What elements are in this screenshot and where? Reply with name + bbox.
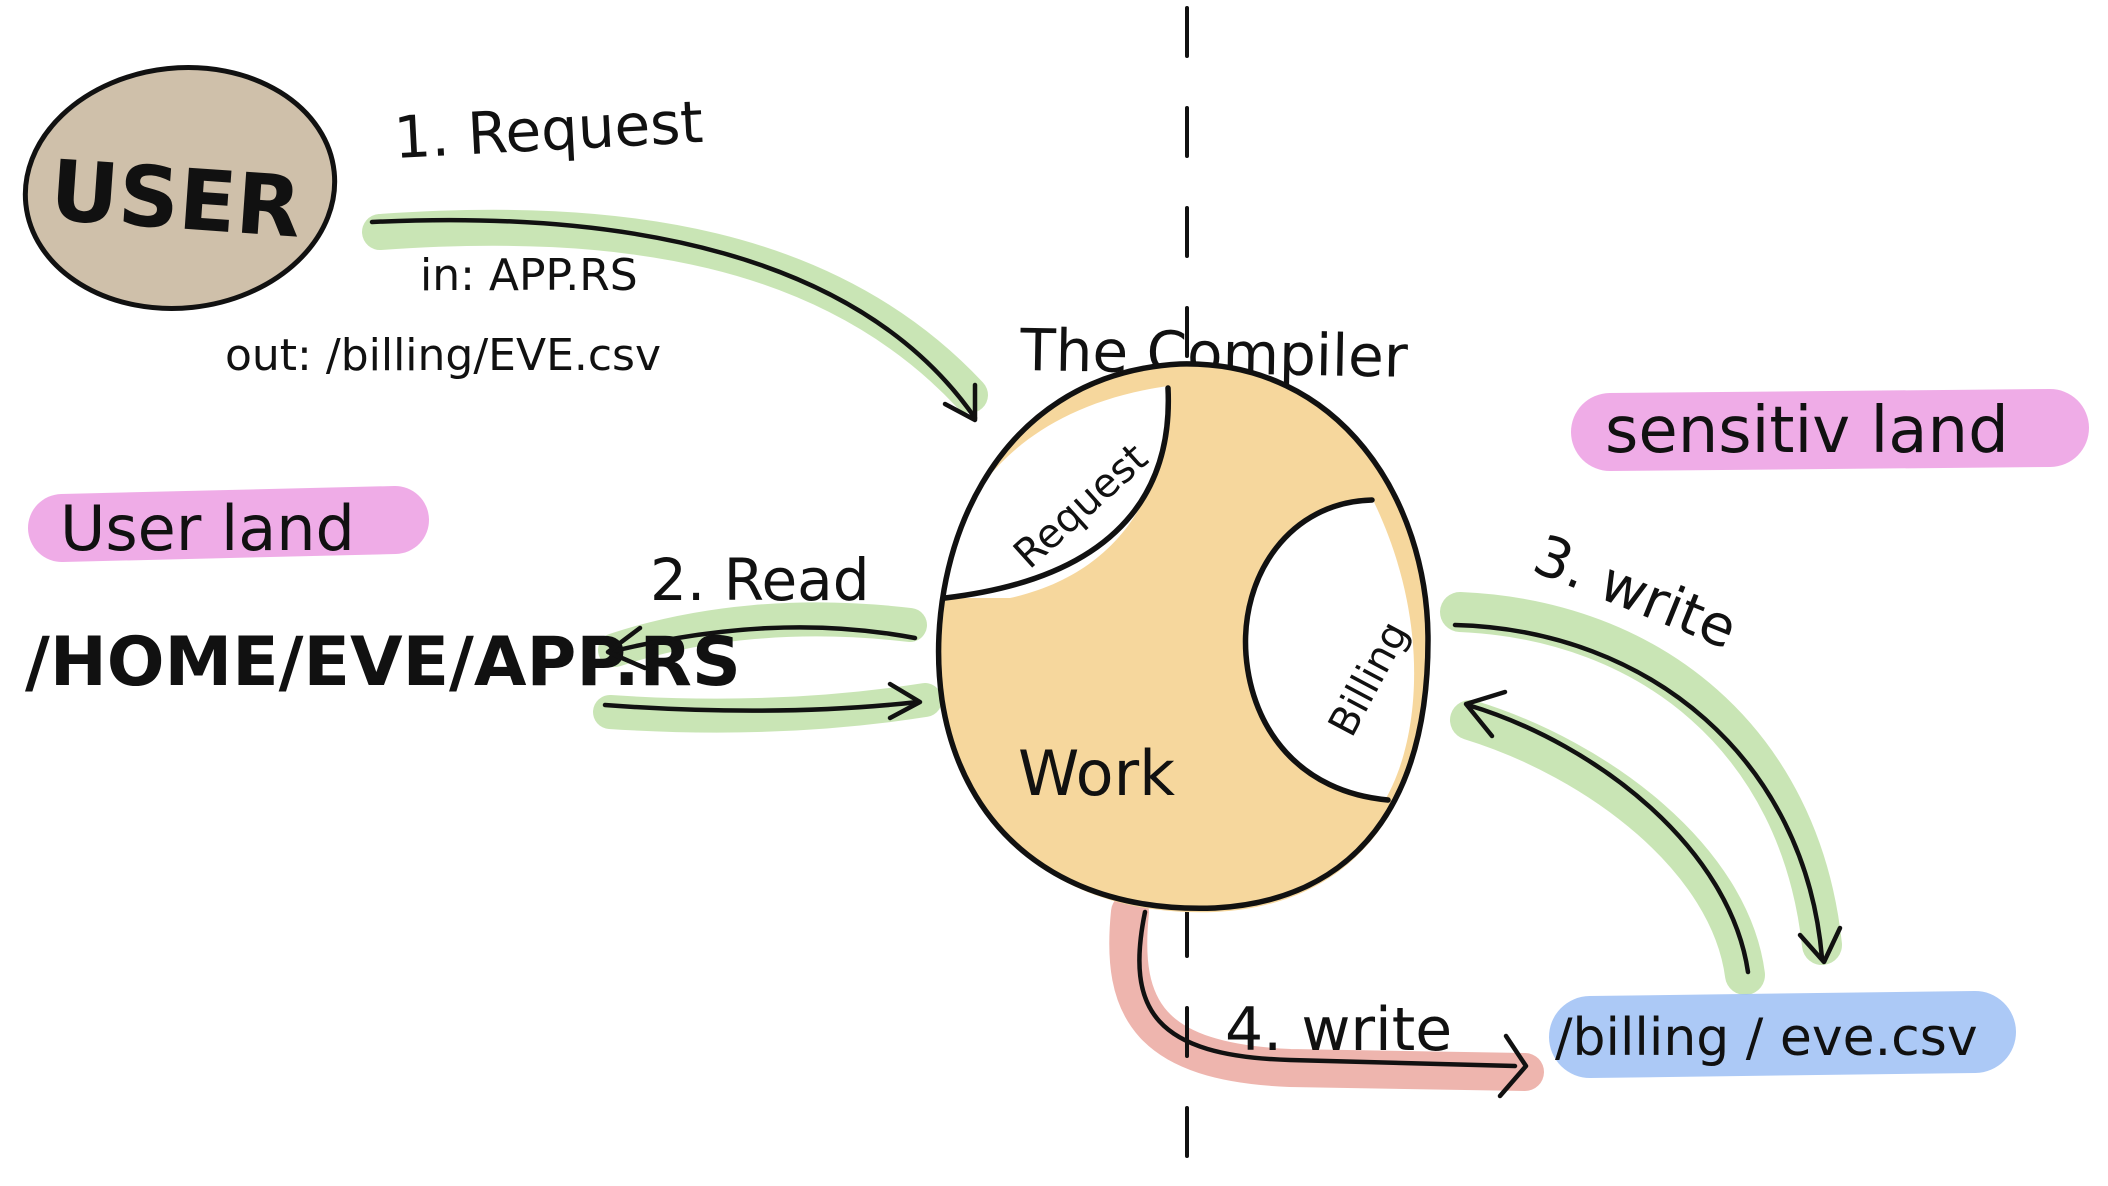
write4-arrow-highlight — [1109, 893, 1544, 1091]
request-arrowhead — [942, 382, 978, 423]
read-in-arrow — [602, 699, 921, 713]
compiler-billing-divider — [1242, 497, 1391, 803]
user-label: USER — [47, 141, 304, 256]
request-arrow — [369, 217, 978, 421]
compiler-request-divider — [942, 385, 1172, 601]
request-step: 1. Request in: APP.RS out: /billing/EVE.… — [225, 88, 978, 423]
user-bubble — [22, 65, 338, 311]
user-node: USER — [22, 65, 338, 311]
read-out-arrowhead — [605, 625, 648, 671]
user-land-zone: User land /HOME/EVE/APP.RS — [25, 492, 741, 702]
user-land-highlight — [28, 486, 429, 562]
sensitive-land-label: sensitiv land — [1605, 394, 2009, 468]
billing-file-highlight — [1549, 991, 2016, 1078]
read-step-label: 2. Read — [650, 546, 870, 614]
read-in-arrowhead — [887, 681, 923, 721]
user-land-label: User land — [60, 492, 355, 565]
write3-in-arrow — [1465, 702, 1751, 975]
marker-highlights — [28, 209, 2089, 1091]
write4-step-label: 4. write — [1225, 995, 1452, 1065]
user-file-path: /HOME/EVE/APP.RS — [25, 623, 741, 702]
sensitive-land-highlight — [1571, 389, 2089, 471]
compiler-request-segment — [940, 386, 1169, 598]
read-out-arrow — [607, 625, 918, 655]
write4-step: 4. write — [1137, 909, 1529, 1099]
write3-out-arrow-highlight — [1440, 592, 1842, 965]
billing-file-node: /billing / eve.csv — [1555, 1008, 1978, 1068]
request-input-label: in: APP.RS — [420, 250, 638, 301]
compiler-outline — [935, 361, 1431, 911]
compiler: The Compiler Request Billing Work — [935, 316, 1431, 913]
request-output-label: out: /billing/EVE.csv — [225, 330, 661, 381]
compiler-work-label: Work — [1018, 737, 1175, 810]
read-step: 2. Read — [602, 546, 923, 721]
billing-file-path: /billing / eve.csv — [1555, 1008, 1978, 1068]
write4-arrow — [1137, 909, 1518, 1069]
read-out-arrow-highlight — [598, 602, 927, 667]
write3-out-arrowhead — [1797, 925, 1843, 965]
write3-out-arrow — [1452, 622, 1825, 961]
write3-in-arrow-highlight — [1450, 700, 1765, 995]
write4-arrowhead — [1497, 1033, 1529, 1099]
compiler-billing-segment — [1244, 498, 1415, 800]
write3-in-arrowhead — [1463, 689, 1508, 739]
sensitive-land-zone: sensitiv land — [1605, 394, 2009, 468]
request-step-label: 1. Request — [392, 88, 705, 172]
